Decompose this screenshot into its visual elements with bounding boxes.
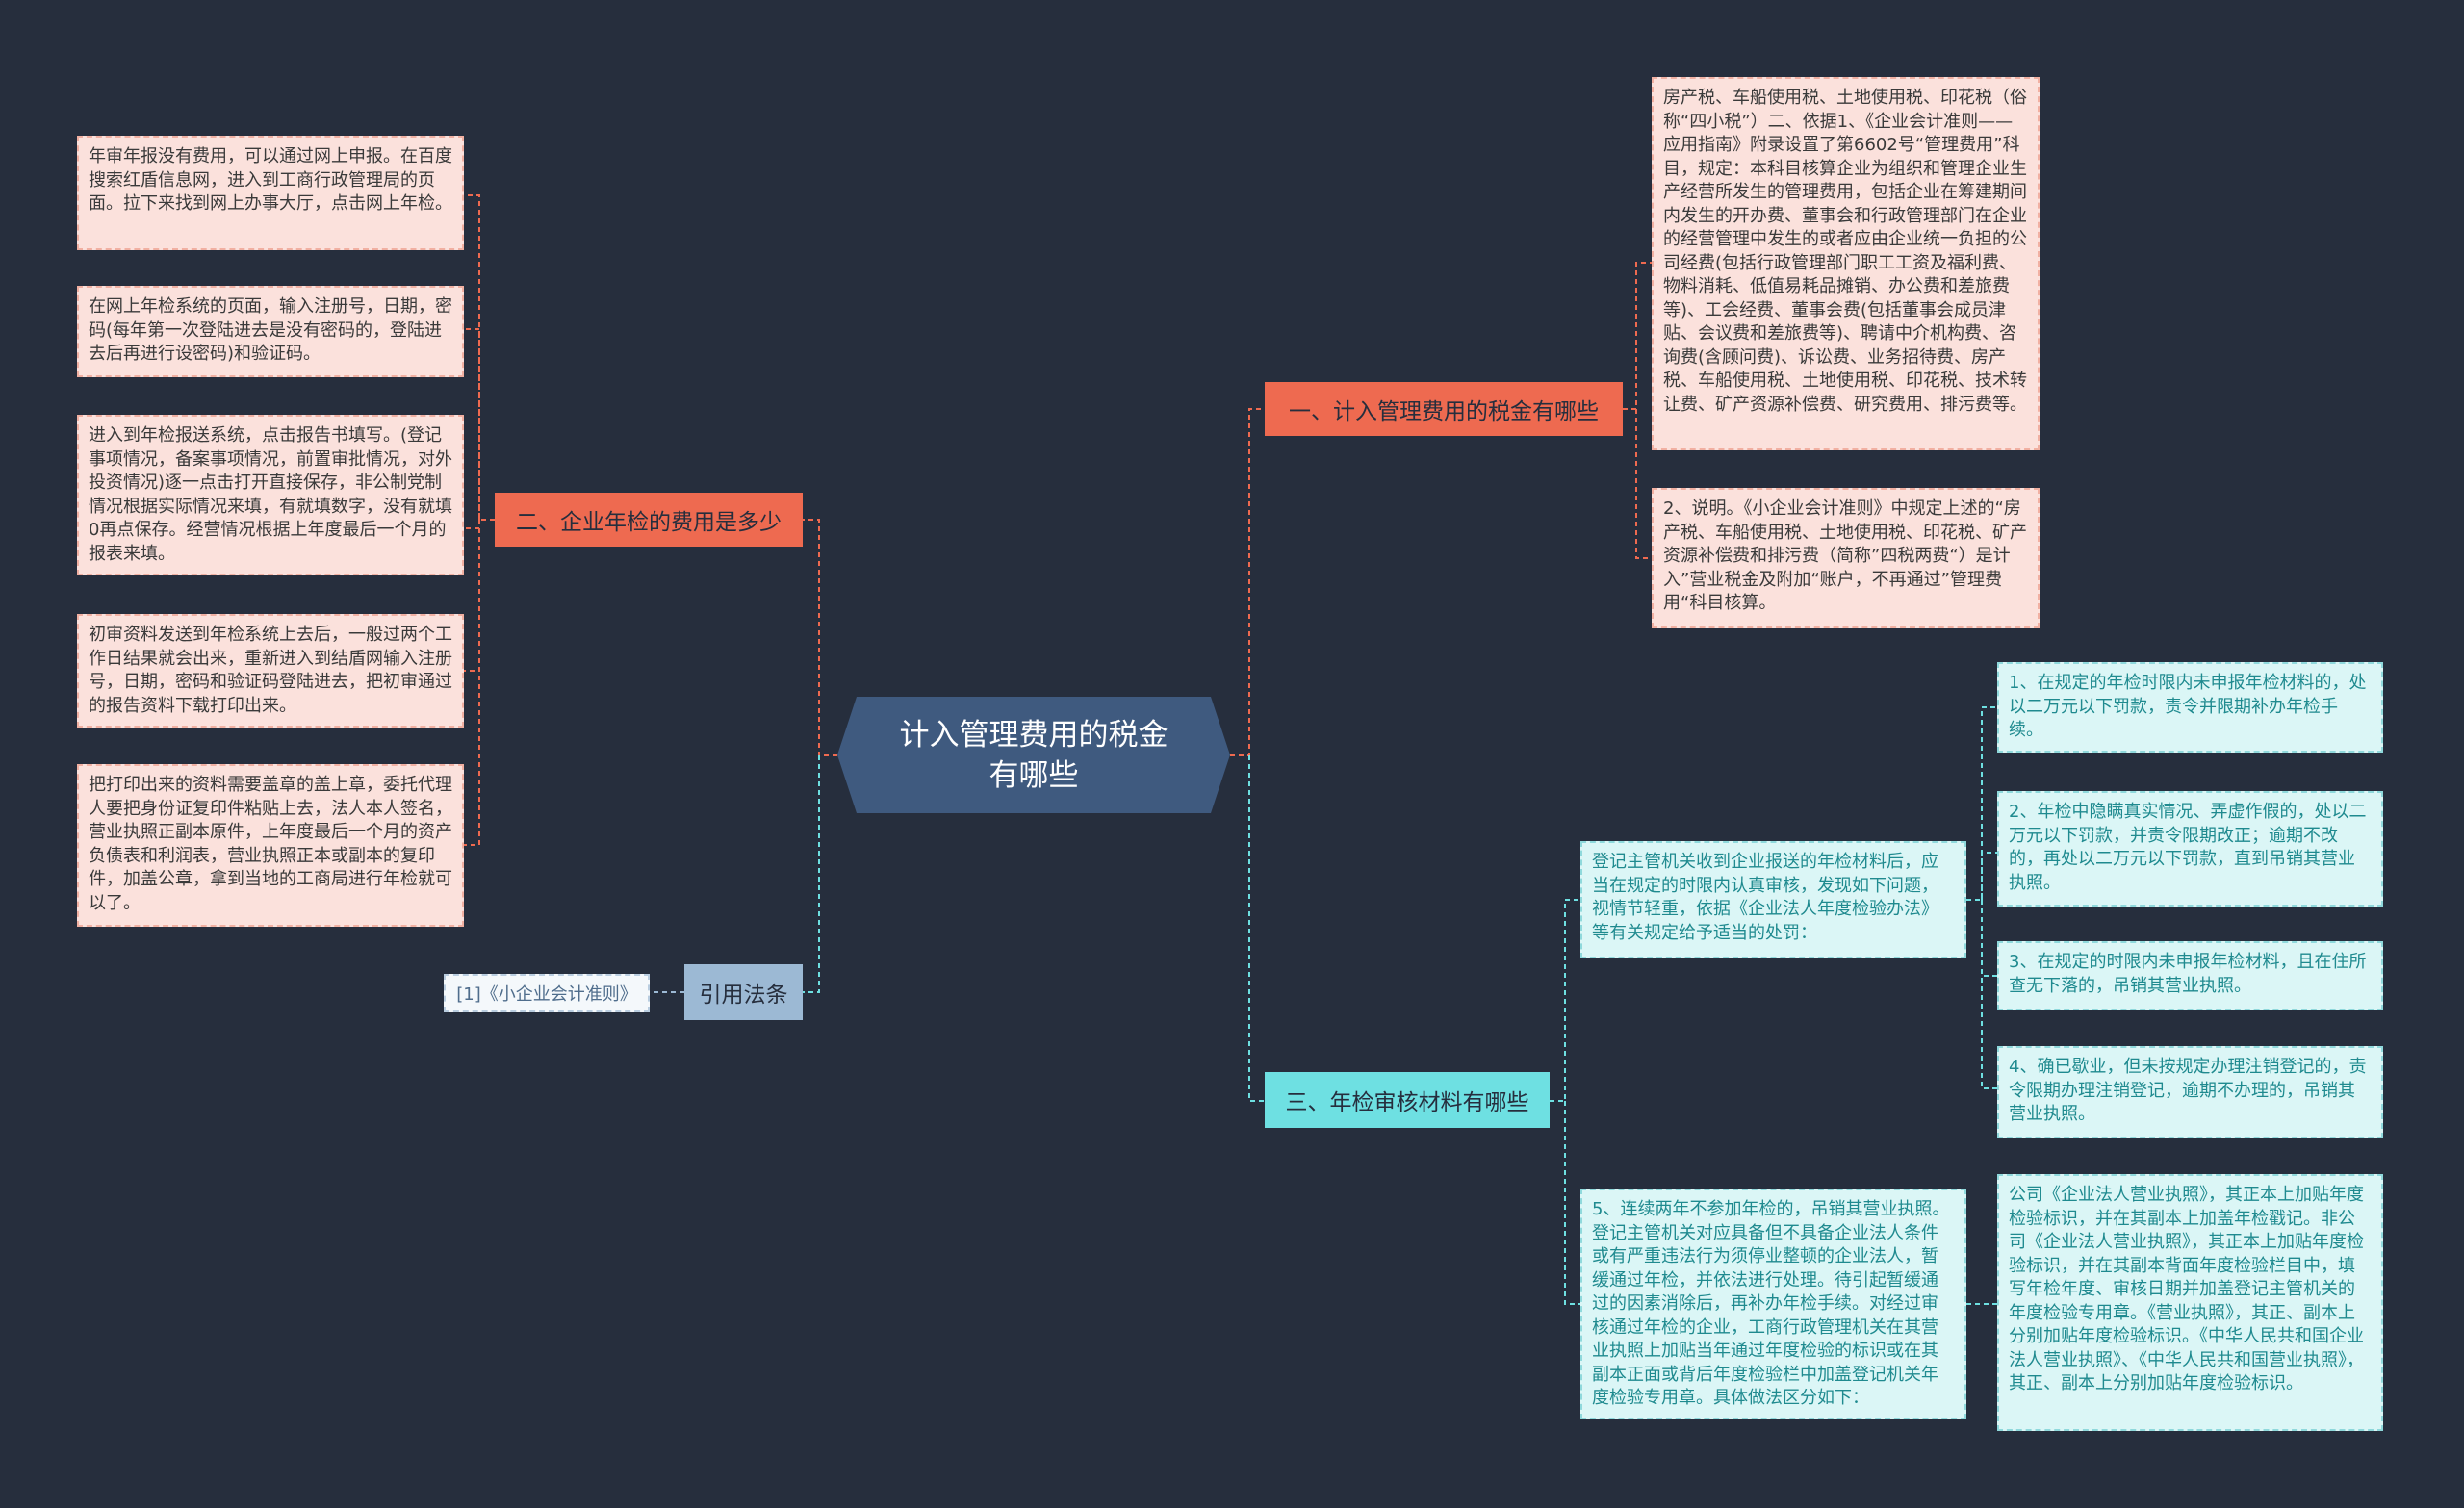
license-stamp-details[interactable]: 公司《企业法人营业执照》，其正本上加贴年度检验标识，并在其副本上加盖年检戳记。非… (1997, 1174, 2383, 1431)
penalty-item-1[interactable]: 1、在规定的年检时限内未申报年检材料的，处以二万元以下罚款，责令并限期补办年检手… (1997, 662, 2383, 753)
branch-annual-inspection-fee[interactable]: 二、企业年检的费用是多少 (495, 493, 803, 547)
leaf-review-penalties[interactable]: 登记主管机关收到企业报送的年检材料后，应当在规定的时限内认真审核，发现如下问题，… (1580, 841, 1966, 958)
root-title: 计入管理费用的税金有哪些 (899, 717, 1168, 793)
leaf-login-system[interactable]: 在网上年检系统的页面，输入注册号，日期，密码(每年第一次登陆进去是没有密码的，登… (77, 286, 464, 377)
connector-root-branch4 (803, 755, 820, 993)
connector-branch1-leaves (1623, 262, 1652, 559)
branch-cited-law[interactable]: 引用法条 (684, 964, 803, 1020)
leaf-preliminary-review[interactable]: 初审资料发送到年检系统上去后，一般过两个工作日结果就会出来，重新进入到结盾网输入… (77, 614, 464, 728)
connector-mid1-sub1 (1966, 706, 1997, 1089)
connector-root-right (1230, 408, 1265, 1102)
connector-root-left (803, 519, 837, 756)
leaf-tax-list[interactable]: 房产税、车船使用税、土地使用税、印花税（俗称“四小税”）二、依据1、《企业会计准… (1652, 77, 2040, 450)
branch-tax-in-admin-expenses[interactable]: 一、计入管理费用的税金有哪些 (1265, 382, 1623, 436)
branch1-label: 一、计入管理费用的税金有哪些 (1289, 399, 1599, 424)
connector-root-branch3 (1248, 755, 1265, 1102)
root-topic[interactable]: 计入管理费用的税金有哪些 (837, 697, 1230, 813)
branch4-label: 引用法条 (699, 983, 788, 1008)
branch3-label: 三、年检审核材料有哪些 (1285, 1090, 1529, 1115)
leaf-online-report[interactable]: 年审年报没有费用，可以通过网上申报。在百度搜索红盾信息网，进入到工商行政管理局的… (77, 136, 464, 250)
branch-inspection-materials[interactable]: 三、年检审核材料有哪些 (1265, 1072, 1550, 1128)
leaf-fill-report[interactable]: 进入到年检报送系统，点击报告书填写。(登记事项情况，备案事项情况，前置审批情况，… (77, 415, 464, 575)
connector-branch2-leaves (464, 194, 495, 846)
leaf-small-enterprise-note[interactable]: 2、说明。《小企业会计准则》中规定上述的“房产税、车船使用税、土地使用税、印花税… (1652, 488, 2040, 628)
penalty-item-3[interactable]: 3、在规定的时限内未申报年检材料，且在住所查无下落的，吊销其营业执照。 (1997, 941, 2383, 1010)
penalty-item-4[interactable]: 4、确已歇业，但未按规定办理注销登记的，责令限期办理注销登记，逾期不办理的，吊销… (1997, 1046, 2383, 1138)
branch2-label: 二、企业年检的费用是多少 (516, 510, 782, 535)
leaf-revoke-license[interactable]: 5、连续两年不参加年检的，吊销其营业执照。登记主管机关对应具备但不具备企业法人条… (1580, 1189, 1966, 1419)
penalty-item-2[interactable]: 2、年检中隐瞒真实情况、弄虚作假的，处以二万元以下罚款，并责令限期改正；逾期不改… (1997, 791, 2383, 907)
reference-link[interactable]: [1]《小企业会计准则》 (444, 974, 650, 1012)
leaf-stamp-documents[interactable]: 把打印出来的资料需要盖章的盖上章，委托代理人要把身份证复印件粘贴上去，法人本人签… (77, 764, 464, 927)
connector-branch3-mids (1550, 899, 1580, 1305)
